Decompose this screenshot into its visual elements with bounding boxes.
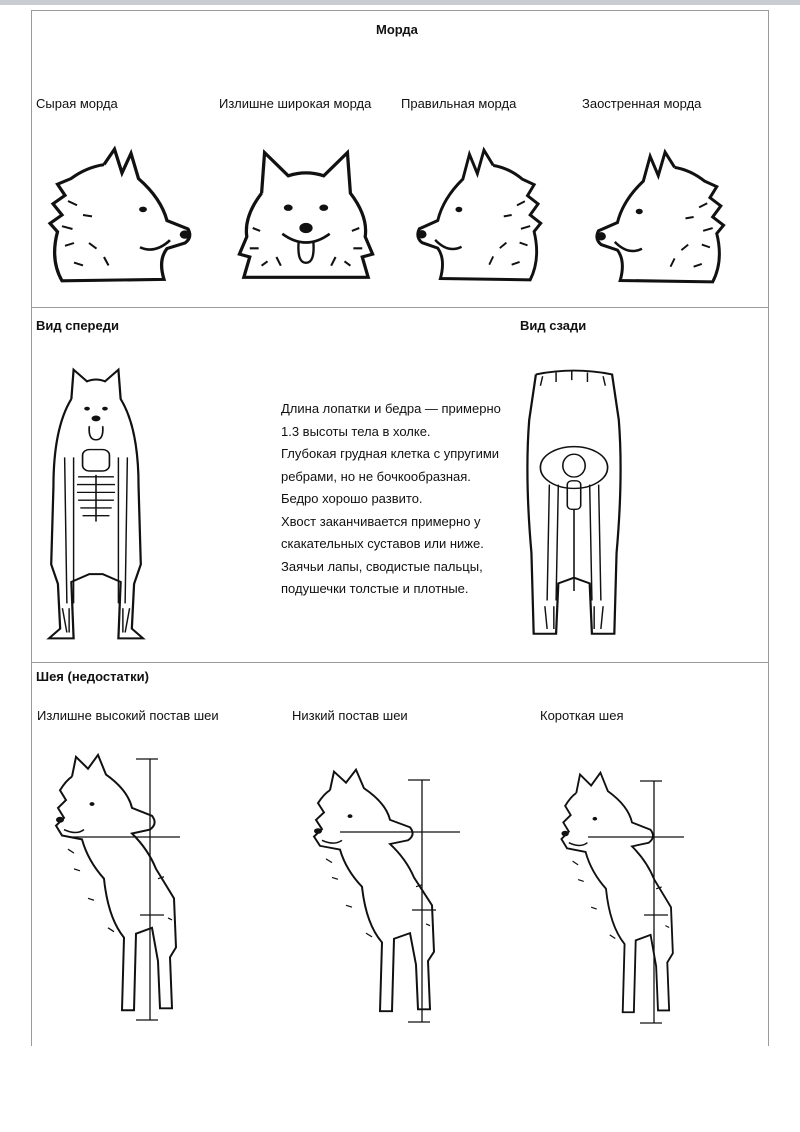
description-line: Заячьи лапы, сводистые пальцы, [281, 558, 483, 574]
description-line: ребрами, но не бочкообразная. [281, 468, 471, 484]
muzzle-label-pointed: Заостренная морда [582, 96, 702, 111]
short-neck-illustration [548, 765, 688, 1030]
table-frame [31, 10, 769, 1046]
low-neck-illustration [300, 760, 460, 1030]
description-line: 1.3 высоты тела в холке. [281, 423, 431, 439]
neck-label-low: Низкий постав шеи [292, 708, 408, 723]
description-line: Бедро хорошо развито. [281, 491, 423, 506]
description-line: Длина лопатки и бедра — примерно [281, 401, 501, 416]
table-top-border [31, 10, 769, 11]
section-divider-1 [31, 307, 769, 308]
neck-label-short: Короткая шея [540, 708, 624, 723]
front-view-illustration [40, 360, 152, 652]
window-top-bar [0, 0, 800, 5]
pointed-muzzle-illustration [593, 148, 729, 286]
description-line: подушечки толстые и плотные. [281, 581, 469, 596]
front-view-title: Вид спереди [36, 318, 119, 333]
high-neck-illustration [40, 745, 190, 1030]
description-line: Глубокая грудная клетка с упругими [281, 446, 500, 461]
wide-muzzle-illustration [232, 141, 380, 286]
rear-view-title: Вид сзади [520, 318, 587, 333]
rear-view-illustration [518, 363, 630, 648]
raw-muzzle-illustration [44, 145, 194, 285]
muzzle-label-correct: Правильная морда [401, 96, 517, 111]
neck-label-high: Излишне высокий постав шеи [37, 708, 219, 723]
muzzle-label-raw: Сырая морда [36, 96, 118, 111]
muzzle-label-wide: Излишне широкая морда [219, 96, 372, 111]
correct-muzzle-illustration [414, 146, 546, 284]
neck-section-title: Шея (недостатки) [36, 669, 149, 684]
section-divider-2 [31, 662, 769, 663]
description-line: Хвост заканчивается примерно у [281, 513, 481, 529]
standard-description: Длина лопатки и бедра — примерно 1.3 выс… [281, 398, 521, 601]
description-line: скакательных суставов или ниже. [281, 536, 484, 551]
muzzle-section-title: Морда [376, 22, 418, 37]
